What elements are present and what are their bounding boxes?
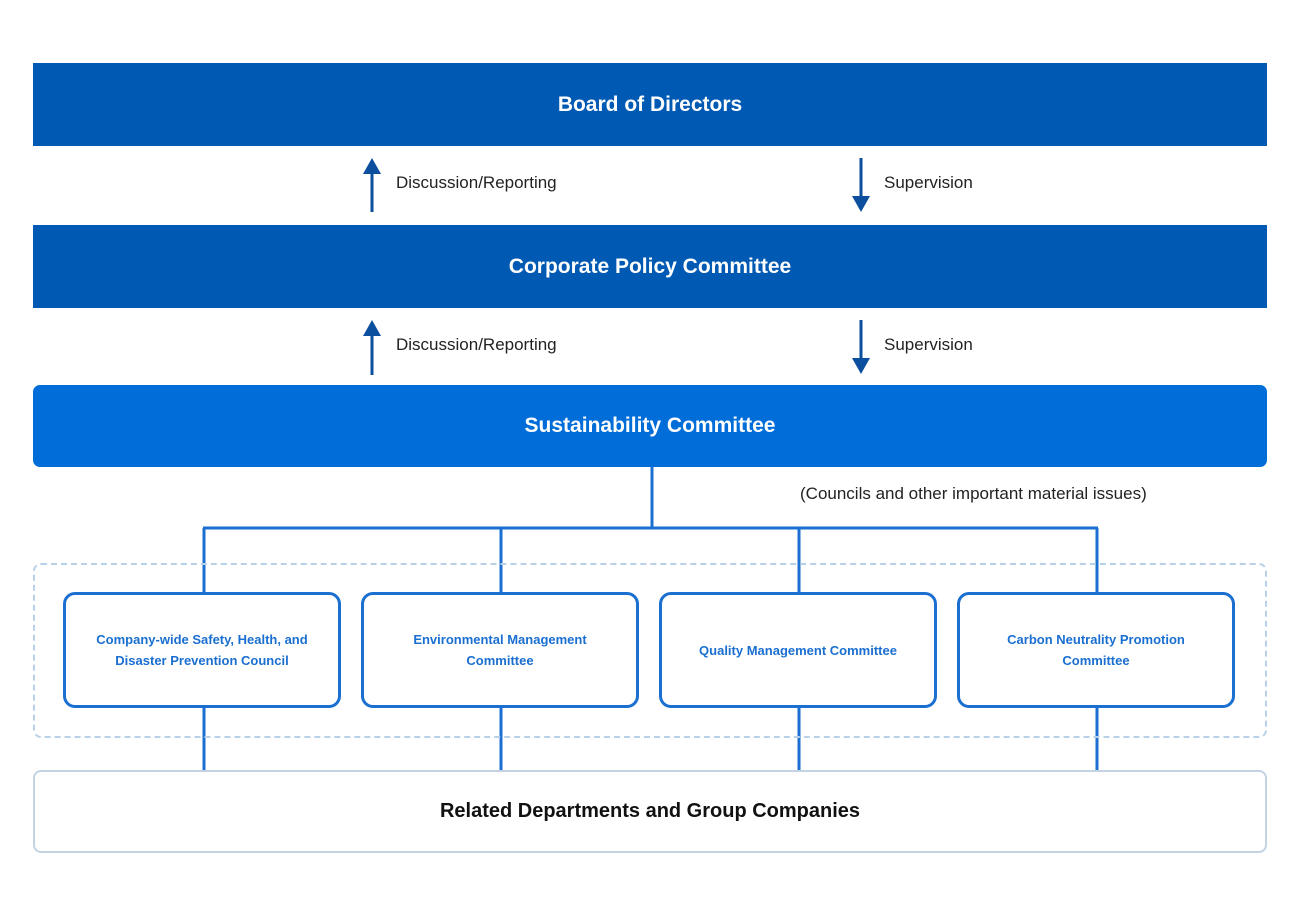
- sustainability-label: Sustainability Committee: [524, 414, 776, 437]
- committee-label: Environmental Management Committee: [413, 632, 587, 668]
- councils-note: (Councils and other important material i…: [800, 484, 1147, 503]
- committee-label: Carbon Neutrality Promotion Committee: [1007, 632, 1185, 668]
- corporate-policy-label: Corporate Policy Committee: [508, 254, 792, 278]
- up-arrow-icon: [363, 158, 381, 212]
- board-of-directors-box: Board of Directors: [33, 63, 1267, 146]
- down-arrow-icon: [852, 320, 870, 374]
- related-departments-box: Related Departments and Group Companies: [33, 770, 1267, 853]
- upper-supervision-label: Supervision: [884, 173, 973, 192]
- committee-label: Quality Management Committee: [699, 642, 897, 658]
- environmental-committee-box: Environmental Management Committee: [361, 592, 639, 708]
- corporate-policy-committee-box: Corporate Policy Committee: [33, 225, 1267, 308]
- related-label: Related Departments and Group Companies: [439, 800, 861, 822]
- committee-label: Company-wide Safety, Health, and Disaste…: [96, 632, 308, 668]
- up-arrow-icon: [363, 320, 381, 375]
- lower-discussion-label: Discussion/Reporting: [396, 335, 557, 354]
- committees-group: [33, 563, 1267, 738]
- down-arrow-icon: [852, 158, 870, 212]
- board-label: Board of Directors: [557, 92, 743, 116]
- quality-committee-box: Quality Management Committee: [659, 592, 937, 708]
- lower-supervision-label: Supervision: [884, 335, 973, 354]
- sustainability-committee-box: Sustainability Committee: [33, 385, 1267, 467]
- upper-discussion-label: Discussion/Reporting: [396, 173, 557, 192]
- carbon-neutrality-committee-box: Carbon Neutrality Promotion Committee: [957, 592, 1235, 708]
- safety-council-box: Company-wide Safety, Health, and Disaste…: [63, 592, 341, 708]
